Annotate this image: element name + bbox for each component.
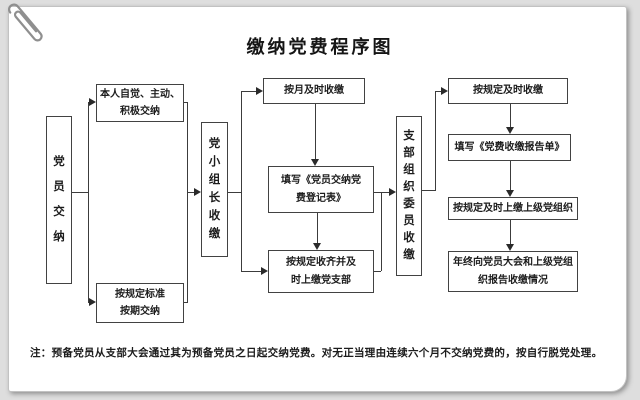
connector-line	[88, 102, 89, 303]
page-title: 缴纳党费程序图	[246, 37, 394, 57]
flow-node-collect-per-rules: 按规定及时收缴	[448, 78, 568, 104]
flow-node-fill-payment-register: 填写《党员交纳党 费登记表》	[268, 166, 374, 213]
connector-line	[510, 220, 511, 245]
flow-node-pay-by-standard: 按规定标准 按期交纳	[96, 283, 184, 323]
footnote: 注：预备党员从支部大会通过其为预备党员之日起交纳党费。对无正当理由连续六个月不交…	[30, 347, 603, 359]
connector-line	[317, 213, 318, 244]
connector-line	[374, 271, 381, 272]
arrowhead-right	[441, 87, 448, 95]
arrowhead-down	[313, 243, 321, 250]
connector-line	[381, 192, 382, 271]
connector-line	[510, 104, 511, 128]
connector-line	[435, 91, 441, 92]
arrowhead-down	[311, 159, 319, 166]
connector-line	[184, 102, 188, 103]
flow-node-branch-committee-collects: 支部组织委员收缴	[396, 116, 422, 276]
connector-line	[187, 192, 195, 193]
arrowhead-down	[506, 190, 514, 197]
flow-node-collect-monthly: 按月及时收缴	[263, 78, 365, 104]
arrowhead-down	[506, 127, 514, 134]
arrowhead-down	[506, 244, 514, 251]
connector-line	[187, 102, 188, 303]
flow-node-annual-report: 年终向党员大会和上级党组 织报告收缴情况	[448, 251, 578, 292]
connector-line	[228, 192, 241, 193]
flow-node-voluntary-payment: 本人自觉、主动、 积极交纳	[96, 84, 184, 122]
flow-node-remit-to-higher-org: 按规定及时上缴上级党组织	[448, 197, 578, 220]
connector-line	[72, 192, 88, 193]
connector-line	[422, 190, 435, 191]
arrowhead-right	[261, 267, 268, 275]
paperclip-icon	[8, 3, 43, 42]
connector-line	[241, 91, 256, 92]
arrowhead-right	[89, 98, 96, 106]
arrowhead-right	[194, 188, 201, 196]
connector-line	[241, 271, 261, 272]
arrowhead-right	[89, 298, 96, 306]
flow-node-party-member-pays: 党员交纳	[46, 116, 72, 284]
connector-line	[435, 91, 436, 191]
connector-line	[315, 104, 316, 160]
flow-node-fill-report-form: 填写《党费收缴报告单》	[448, 134, 571, 161]
arrowhead-right	[389, 188, 396, 196]
connector-line	[510, 161, 511, 191]
arrowhead-right	[256, 87, 263, 95]
connector-line	[241, 91, 242, 272]
connector-line	[184, 302, 188, 303]
flow-node-group-leader-collects: 党小组长收缴	[201, 122, 228, 257]
flow-node-remit-to-branch: 按规定收齐并及 时上缴党支部	[268, 250, 374, 293]
